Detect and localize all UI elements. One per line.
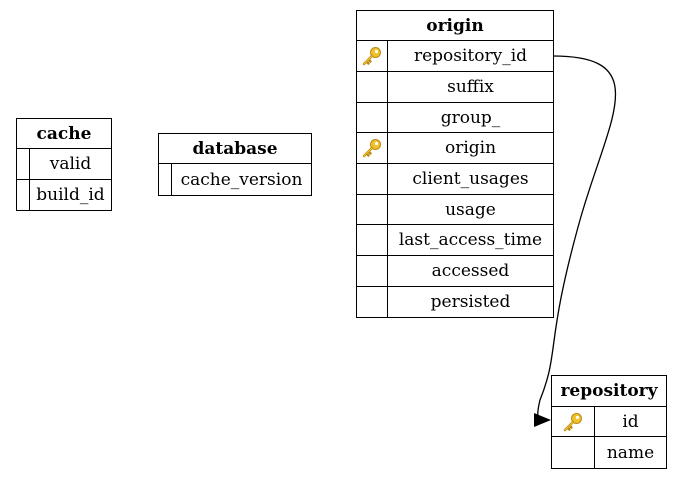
column-row: usage	[357, 195, 553, 225]
table-title: repository	[552, 376, 666, 407]
column-name: repository_id	[413, 46, 528, 66]
column-name: client_usages	[412, 169, 529, 189]
column-name: suffix	[447, 77, 494, 97]
table-title: cache	[17, 119, 111, 149]
column-row: name	[552, 437, 666, 468]
key-cell	[17, 180, 30, 210]
column-name: cache_version	[180, 169, 303, 190]
table-database: database cache_version	[158, 133, 312, 196]
key-cell	[357, 164, 388, 194]
column-name: origin	[444, 138, 497, 158]
column-row: group_	[357, 103, 553, 133]
table-repository: repository id name	[551, 375, 667, 469]
key-cell	[357, 72, 388, 102]
column-row: accessed	[357, 256, 553, 287]
column-name: name	[606, 442, 655, 463]
column-name: build_id	[36, 185, 105, 205]
column-row: persisted	[357, 287, 553, 317]
column-row: origin	[357, 133, 553, 164]
key-cell	[357, 256, 388, 286]
table-cache: cache valid build_id	[16, 118, 112, 211]
column-name: valid	[49, 154, 92, 174]
column-name: persisted	[430, 292, 511, 312]
column-row: client_usages	[357, 164, 553, 195]
key-cell	[552, 407, 595, 436]
column-name: id	[622, 411, 639, 432]
table-origin: origin repository_id suffix group_	[356, 10, 554, 318]
column-row: id	[552, 407, 666, 437]
column-row: suffix	[357, 72, 553, 103]
key-cell	[357, 195, 388, 224]
key-cell	[552, 437, 595, 468]
column-row: last_access_time	[357, 225, 553, 256]
column-row: repository_id	[357, 41, 553, 72]
column-name: group_	[440, 107, 501, 128]
table-title: database	[159, 134, 311, 164]
table-title: origin	[357, 11, 553, 41]
arrow-head-icon	[534, 413, 551, 427]
key-cell	[357, 103, 388, 132]
column-row: cache_version	[159, 164, 311, 195]
key-icon	[362, 47, 381, 66]
key-cell	[159, 164, 172, 195]
key-cell	[357, 41, 388, 71]
column-name: usage	[445, 199, 496, 220]
key-cell	[357, 287, 388, 317]
relation-line	[537, 55, 617, 421]
column-row: valid	[17, 149, 111, 180]
key-icon	[362, 139, 381, 158]
column-name: last_access_time	[398, 230, 543, 250]
key-cell	[17, 149, 30, 179]
key-cell	[357, 225, 388, 255]
column-row: build_id	[17, 180, 111, 210]
key-icon	[563, 412, 582, 431]
key-cell	[357, 133, 388, 163]
column-name: accessed	[431, 261, 510, 281]
